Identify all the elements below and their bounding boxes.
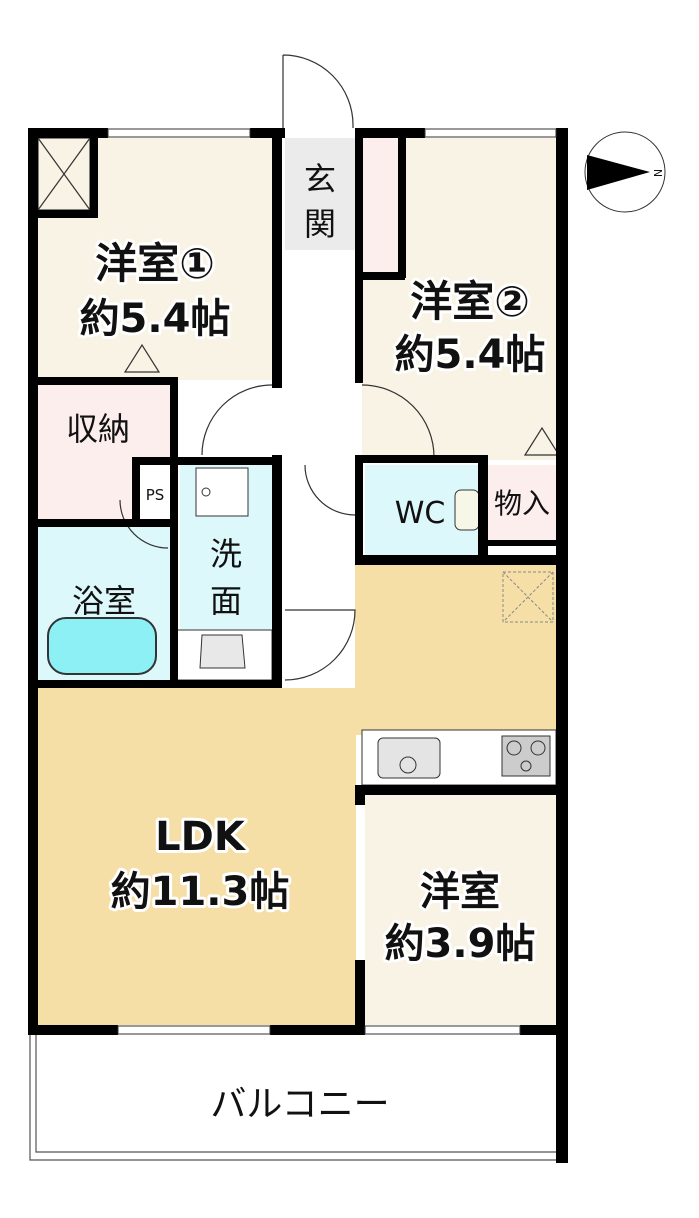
north-arrow-icon: N — [584, 131, 666, 213]
balcony-label: バルコニー — [210, 1084, 389, 1125]
burner-icon — [520, 760, 532, 772]
closet-door-triangle — [523, 426, 561, 456]
room-western3-size: 約3.9帖 — [385, 921, 536, 967]
hood-box — [502, 571, 554, 623]
washroom-label-bottom: 面 — [210, 582, 242, 620]
bathtub-icon — [47, 617, 157, 675]
western3-fill — [365, 795, 556, 1025]
storage-label: 収納 — [66, 410, 130, 448]
washroom-label-top: 洗 — [210, 535, 242, 573]
balcony-outline — [29, 1035, 556, 1161]
toilet-icon — [454, 489, 480, 531]
door-swing-wc — [304, 464, 356, 516]
bath-label: 浴室 — [72, 582, 136, 620]
door-swing-western2 — [361, 384, 435, 458]
entrance-fill — [285, 138, 355, 250]
ldk-kitchen-fill — [355, 565, 556, 735]
room-western2-name: 洋室② — [410, 277, 530, 326]
closet-door-triangle — [123, 343, 161, 373]
walls — [28, 128, 568, 1163]
kitchen-sink-icon — [377, 737, 441, 779]
shoe-closet-fill — [362, 138, 400, 274]
hood-x-mark — [502, 571, 554, 623]
entrance-door-swing — [282, 54, 354, 128]
entrance-label-bottom: 関 — [304, 205, 336, 243]
shaft-x-mark — [37, 137, 91, 211]
room-western1-name: 洋室① — [95, 239, 215, 288]
room-western3-name: 洋室 — [420, 869, 500, 915]
ldk-size: 約11.3帖 — [111, 869, 290, 915]
closet-label: 物入 — [494, 487, 550, 520]
drain-icon — [201, 487, 211, 497]
window — [107, 128, 251, 138]
window — [424, 128, 557, 138]
ldk-fill — [38, 688, 356, 1025]
room-western1-size: 約5.4帖 — [80, 296, 231, 342]
closet-fill — [488, 465, 556, 540]
room-western1-fill — [38, 138, 275, 380]
ldk-name: LDK — [155, 814, 247, 860]
window — [117, 1025, 271, 1035]
door-swing-ldk — [284, 609, 356, 681]
washing-machine-pan — [195, 467, 249, 517]
window — [364, 1025, 521, 1035]
door-swing-bath — [119, 499, 169, 549]
ps-label: PS — [146, 486, 165, 504]
room-western2-size: 約5.4帖 — [395, 332, 546, 378]
compass-label: N — [651, 169, 664, 177]
burner-icon — [530, 740, 546, 756]
ps-fill — [140, 465, 170, 520]
sink-basin — [199, 634, 246, 669]
gas-stove-icon — [501, 735, 551, 777]
burner-icon — [506, 740, 522, 756]
entrance-label-top: 玄 — [304, 160, 336, 198]
wc-label: WC — [395, 496, 446, 531]
door-swing-western1 — [201, 384, 273, 456]
kitchen-drain — [399, 756, 417, 774]
